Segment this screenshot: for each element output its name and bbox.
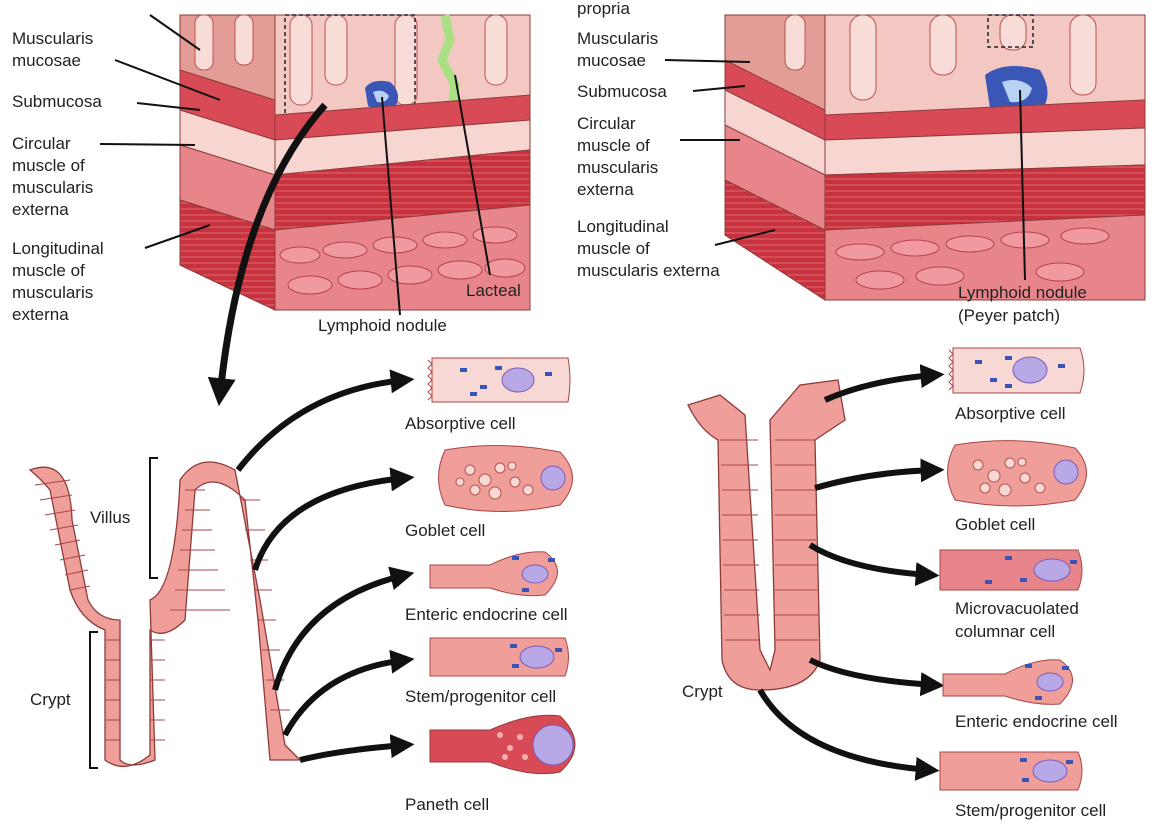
label-longitudinal-muscle-3: muscularis externa [577, 261, 720, 280]
label-stem-progenitor-cell: Stem/progenitor cell [405, 687, 556, 706]
goblet-cell-icon [948, 441, 1087, 506]
label-stem-progenitor-cell: Stem/progenitor cell [955, 801, 1106, 820]
label-longitudinal-muscle: Longitudinal [12, 239, 104, 258]
label-crypt: Crypt [682, 682, 723, 701]
label-lymphoid-nodule: Lymphoid nodule [318, 316, 447, 335]
arrow-to-enteric [275, 575, 405, 690]
right-crypt: Crypt [682, 380, 845, 701]
arrow-to-absorptive [825, 375, 935, 400]
label-circular-muscle-4: externa [12, 200, 69, 219]
arrow-to-absorptive [238, 380, 405, 470]
label-longitudinal-muscle-2: muscle of [577, 239, 650, 258]
arrow-to-stem [285, 660, 405, 735]
enteric-endocrine-cell-icon [943, 660, 1073, 705]
label-circular-muscle-2: muscle of [577, 136, 650, 155]
label-longitudinal-muscle-2: muscle of [12, 261, 85, 280]
label-longitudinal-muscle-4: externa [12, 305, 69, 324]
label-circular-muscle-4: externa [577, 180, 634, 199]
label-lacteal: Lacteal [466, 281, 521, 300]
label-lymphoid-nodule: Lymphoid nodule [958, 283, 1087, 302]
arrow-to-stem [760, 690, 930, 770]
label-circular-muscle: Circular [577, 114, 636, 133]
label-circular-muscle-2: muscle of [12, 156, 85, 175]
goblet-cell-icon [439, 445, 573, 511]
enteric-endocrine-cell-icon [430, 552, 558, 596]
arrow-to-microvacuolated [810, 545, 930, 575]
paneth-cell-icon [430, 715, 575, 773]
label-goblet-cell: Goblet cell [405, 521, 485, 540]
label-peyer-patch: (Peyer patch) [958, 306, 1060, 325]
label-enteric-endocrine-cell: Enteric endocrine cell [405, 605, 568, 624]
arrow-to-goblet [815, 470, 935, 488]
label-microvacuolated-cell: Microvacuolated [955, 599, 1079, 618]
label-longitudinal-muscle: Longitudinal [577, 217, 669, 236]
label-muscularis-mucosae: Muscularis [577, 29, 658, 48]
label-crypt: Crypt [30, 690, 71, 709]
left-cell-icons: Absorptive cell Goblet cell Enteric endo… [405, 358, 575, 814]
left-tissue-block [180, 15, 530, 310]
label-circular-muscle: Circular [12, 134, 71, 153]
microvacuolated-cell-icon [940, 550, 1082, 590]
stem-cell-icon [940, 752, 1082, 790]
arrow-to-paneth [300, 745, 405, 760]
right-tissue-block [725, 15, 1145, 300]
label-columnar-cell: columnar cell [955, 622, 1055, 641]
label-absorptive-cell: Absorptive cell [955, 404, 1066, 423]
label-goblet-cell: Goblet cell [955, 515, 1035, 534]
label-enteric-endocrine-cell: Enteric endocrine cell [955, 712, 1118, 731]
stem-cell-icon [430, 638, 569, 676]
absorptive-cell-icon [949, 348, 1084, 393]
label-muscularis-mucosae: Muscularis [12, 29, 93, 48]
arrow-to-goblet [255, 478, 405, 570]
right-cell-icons: Absorptive cell Goblet cell Microvacuola… [940, 348, 1118, 820]
arrow-to-enteric [810, 660, 935, 685]
label-muscularis-mucosae-2: mucosae [12, 51, 81, 70]
label-circular-muscle-3: muscularis [12, 178, 93, 197]
label-longitudinal-muscle-3: muscularis [12, 283, 93, 302]
label-circular-muscle-3: muscularis [577, 158, 658, 177]
absorptive-cell-icon [428, 358, 570, 402]
label-muscularis-mucosae-2: mucosae [577, 51, 646, 70]
left-cell-arrows [238, 380, 405, 760]
label-lamina-propria-cut: propria [577, 0, 630, 18]
label-villus: Villus [90, 508, 130, 527]
villus-bracket [150, 458, 158, 578]
label-submucosa: Submucosa [577, 82, 667, 101]
label-paneth-cell: Paneth cell [405, 795, 489, 814]
label-absorptive-cell: Absorptive cell [405, 414, 516, 433]
label-submucosa: Submucosa [12, 92, 102, 111]
crypt-bracket [90, 632, 98, 768]
